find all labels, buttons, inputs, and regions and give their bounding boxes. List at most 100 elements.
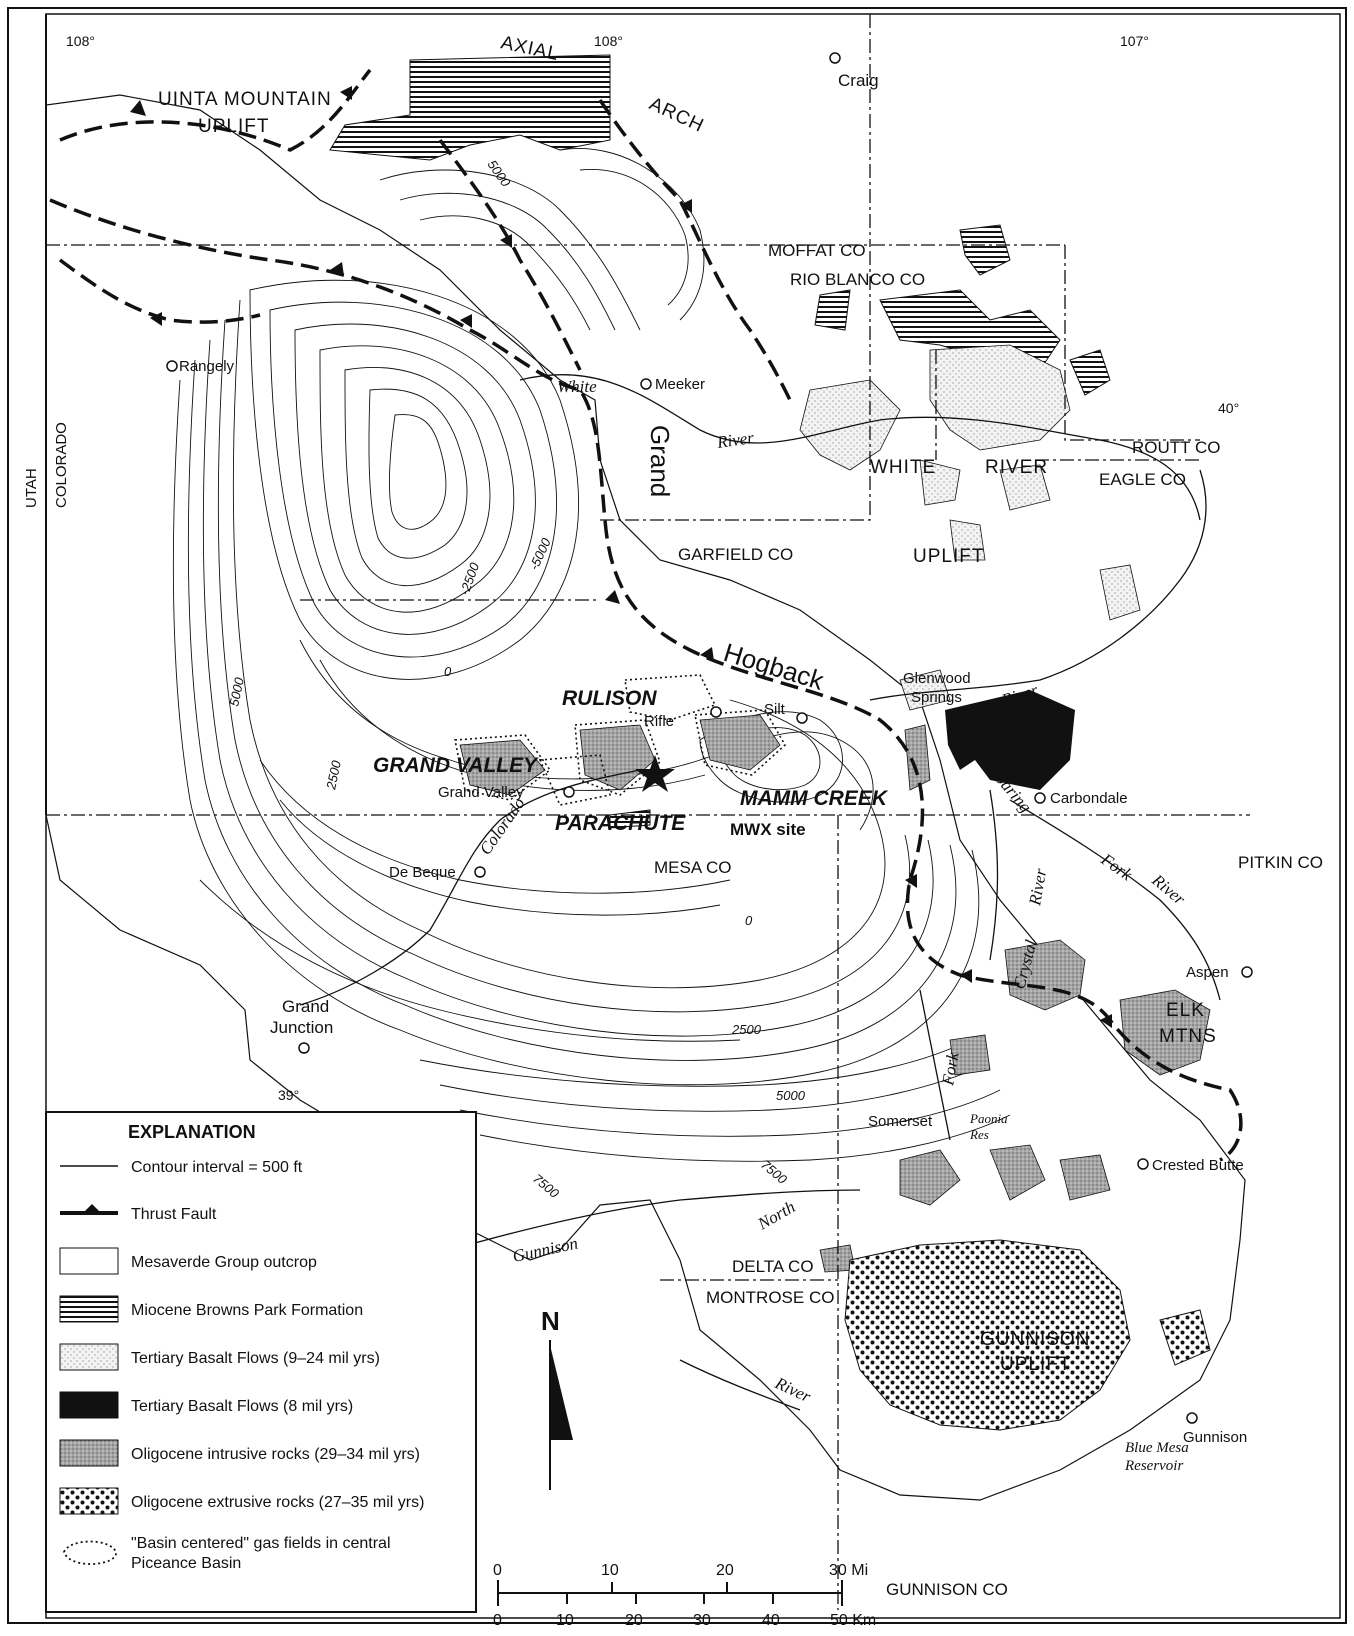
legend-item-label: "Basin centered" gas fields in central [131, 1535, 391, 1552]
white-river-uplift-river: RIVER [985, 457, 1048, 478]
town-grand-valley: Grand Valley [438, 784, 524, 801]
scale-mi-label: 10 [601, 1562, 619, 1579]
town-somerset: Somerset [868, 1113, 933, 1130]
gasfield-grand-valley: GRAND VALLEY [373, 754, 539, 777]
gasfield-rulison: RULISON [562, 687, 657, 710]
contour-label: 5000 [776, 1088, 806, 1103]
structure-contours [172, 148, 1011, 1162]
thrust-teeth [130, 86, 1112, 1028]
town-rifle: Rifle [644, 713, 674, 730]
contour-label: 2500 [323, 758, 344, 791]
uinta-mountain-label: UINTA MOUNTAIN [158, 89, 332, 110]
legend-item-label: Mesaverde Group outcrop [131, 1254, 317, 1271]
legend-item-label-2: Piceance Basin [131, 1555, 241, 1572]
gasfield-parachute: PARACHUTE [555, 812, 686, 835]
county-delta: DELTA CO [732, 1257, 814, 1276]
scale-km-label: 0 [493, 1612, 502, 1629]
gunnison-uplift-1: GUNNISON [980, 1329, 1090, 1350]
county-boundaries [46, 14, 1250, 1610]
scale-mi-label: 30 Mi [829, 1562, 868, 1579]
lat-label-39: 39° [278, 1087, 299, 1103]
legend-symbol-basalt-8my [59, 1391, 119, 1419]
county-eagle: EAGLE CO [1099, 470, 1186, 489]
contour-label: 0 [745, 913, 753, 928]
town-glenwood-1: Glenwood [903, 670, 971, 687]
scale-mi-label: 0 [493, 1562, 502, 1579]
grand-hogback-grand: Grand [645, 425, 675, 497]
elk-mtns-2: MTNS [1159, 1026, 1217, 1047]
north-arrow-label: N [541, 1306, 560, 1336]
legend-item-label: Tertiary Basalt Flows (8 mil yrs) [131, 1398, 353, 1415]
county-routt: ROUTT CO [1132, 438, 1220, 457]
town-markers [166, 52, 1253, 1424]
uinta-uplift-label: UPLIFT [198, 116, 269, 137]
utah-label: UTAH [23, 468, 40, 508]
mwx-site-star [635, 755, 675, 792]
town-crested-butte: Crested Butte [1152, 1157, 1244, 1174]
legend-item-label: Oligocene extrusive rocks (27–35 mil yrs… [131, 1494, 424, 1511]
county-garfield: GARFIELD CO [678, 545, 793, 564]
legend-item-label: Oligocene intrusive rocks (29–34 mil yrs… [131, 1446, 420, 1463]
town-craig: Craig [838, 71, 879, 90]
river-blue-mesa-2: Reservoir [1124, 1458, 1183, 1474]
scale-bar: 0 10 20 30 Mi 0 10 20 30 40 50 Km [493, 1562, 876, 1629]
elk-mtns-1: ELK [1166, 1000, 1205, 1021]
north-arrow-panel: N [478, 1290, 638, 1490]
county-moffat: MOFFAT CO [768, 241, 866, 260]
scale-km-label: 10 [556, 1612, 574, 1629]
gunnison-uplift-2: UPLIFT [1000, 1354, 1071, 1375]
county-gunnison: GUNNISON CO [886, 1580, 1008, 1599]
legend-symbol-basalt-older [59, 1343, 119, 1371]
legend-symbol-browns-park [59, 1295, 119, 1323]
legend: EXPLANATION Contour interval = 500 ft Th… [45, 1111, 477, 1613]
river-paonia-res-2: Res [969, 1127, 989, 1142]
river-paonia-res-1: Paonia [969, 1111, 1008, 1126]
town-gunnison: Gunnison [1183, 1429, 1247, 1446]
scale-mi-label: 20 [716, 1562, 734, 1579]
town-grand-junction-2: Junction [270, 1018, 333, 1037]
rivers [299, 373, 1221, 1411]
oligocene-extrusive-small [1159, 1309, 1211, 1366]
contour-label: 2500 [731, 1022, 762, 1037]
town-aspen: Aspen [1186, 964, 1229, 981]
gasfield-mamm-creek: MAMM CREEK [740, 787, 889, 810]
contour-label: 5000 [226, 675, 247, 707]
county-rio-blanco: RIO BLANCO CO [790, 270, 925, 289]
legend-symbol-intrusive [59, 1439, 119, 1467]
town-silt: Silt [764, 701, 786, 718]
legend-item-label: Tertiary Basalt Flows (9–24 mil yrs) [131, 1350, 380, 1367]
lon-label-left: 108° [66, 33, 95, 49]
legend-symbol-extrusive [59, 1487, 119, 1515]
tertiary-basalt-8my [945, 690, 1075, 790]
legend-symbol-mesaverde [59, 1247, 119, 1275]
county-pitkin: PITKIN CO [1238, 853, 1323, 872]
town-carbondale: Carbondale [1050, 790, 1128, 807]
town-de-beque: De Beque [389, 864, 456, 881]
gas-field-outlines [454, 674, 787, 806]
white-river-uplift-uplift: UPLIFT [913, 546, 984, 567]
lon-label-right: 107° [1120, 33, 1149, 49]
town-glenwood-2: Springs [911, 689, 962, 706]
county-montrose: MONTROSE CO [706, 1288, 834, 1307]
colorado-label: COLORADO [53, 422, 70, 508]
tertiary-basalt-older [799, 344, 1141, 711]
gasfield-mwx-site: MWX site [730, 820, 806, 839]
legend-item-label: Thrust Fault [131, 1206, 217, 1223]
oligocene-extrusive [844, 1239, 1131, 1431]
legend-item-label: Contour interval = 500 ft [131, 1159, 303, 1176]
browns-park-formation [329, 54, 1111, 829]
north-arrow-head [550, 1345, 573, 1440]
contour-label: 0 [444, 664, 452, 679]
scale-km-label: 40 [762, 1612, 780, 1629]
scale-km-label: 20 [625, 1612, 643, 1629]
town-meeker: Meeker [655, 376, 705, 393]
legend-item-label: Miocene Browns Park Formation [131, 1302, 363, 1319]
town-rangely: Rangely [179, 358, 235, 375]
river-blue-mesa-1: Blue Mesa [1125, 1440, 1189, 1456]
scale-km-label: 30 [693, 1612, 711, 1629]
town-grand-junction-1: Grand [282, 997, 329, 1016]
river-white: White [557, 377, 597, 396]
scale-km-label: 50 Km [830, 1612, 876, 1629]
legend-symbol-thrust-tooth [84, 1204, 100, 1212]
